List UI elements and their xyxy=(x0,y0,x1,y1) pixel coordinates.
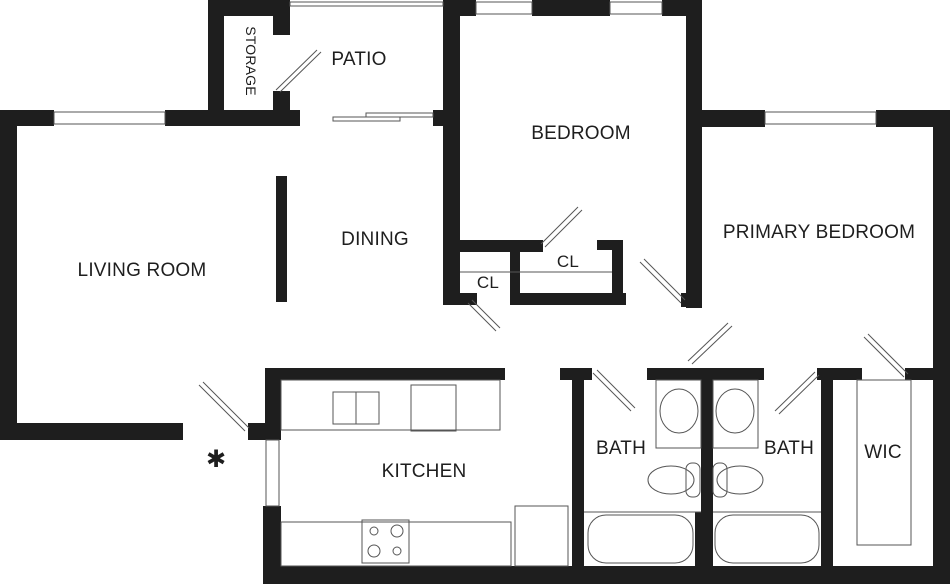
room-label-closet: CL xyxy=(556,252,580,271)
doors xyxy=(198,49,909,432)
fixtures xyxy=(280,271,912,567)
room-label-bath: BATH xyxy=(763,438,815,459)
entry-marker-icon: ✱ xyxy=(205,445,227,473)
room-label-patio: PATIO xyxy=(331,49,387,70)
room-label-storage: STORAGE xyxy=(243,26,259,96)
room-label-bedroom: BEDROOM xyxy=(531,123,631,144)
room-label-wic: WIC xyxy=(864,442,902,463)
windows xyxy=(53,1,877,507)
room-label-dining: DINING xyxy=(341,229,409,250)
room-label-primary-bedroom: PRIMARY BEDROOM xyxy=(722,222,916,243)
room-label-bath: BATH xyxy=(595,438,647,459)
room-label-living-room: LIVING ROOM xyxy=(77,260,207,281)
room-label-closet: CL xyxy=(476,273,500,292)
room-label-kitchen: KITCHEN xyxy=(381,461,467,482)
